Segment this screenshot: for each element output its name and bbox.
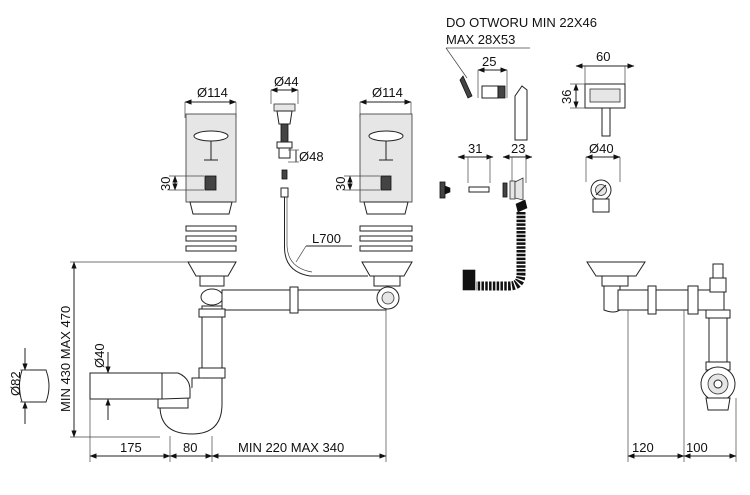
- overflow-hose: [439, 154, 533, 291]
- dim-overflow-40: Ø40: [589, 141, 614, 156]
- dim-overflow-top-diameter: Ø44: [274, 74, 299, 89]
- dim-side-120: 120: [632, 440, 654, 455]
- dim-right-basket-diameter: Ø114: [372, 85, 403, 100]
- dim-overflow-60: 60: [596, 49, 610, 64]
- note-hole-size-line1: DO OTWORU MIN 22X46: [446, 15, 597, 30]
- dim-overflow-31: 31: [468, 141, 482, 156]
- dim-outlet-40: Ø40: [92, 343, 107, 368]
- dim-bottom-80: 80: [183, 440, 197, 455]
- dim-left-basket-height: 30: [158, 177, 173, 191]
- dim-overflow-36: 36: [559, 90, 574, 104]
- right-basket-strainer: [344, 99, 413, 252]
- left-basket-strainer: [169, 99, 237, 252]
- dim-overflow-23: 23: [511, 141, 525, 156]
- dim-outlet-82: Ø82: [8, 371, 23, 396]
- overflow-connector: [585, 154, 621, 213]
- note-hole-size-line2: MAX 28X53: [446, 32, 515, 47]
- dim-overflow-25: 25: [482, 54, 496, 69]
- overflow-plug: [270, 87, 368, 277]
- siphon-assembly: [89, 261, 413, 435]
- dim-left-basket-diameter: Ø114: [197, 85, 228, 100]
- dim-vertical-range: MIN 430 MAX 470: [58, 306, 73, 412]
- siphon-side-view: [586, 261, 736, 411]
- dim-bottom-range: MIN 220 MAX 340: [238, 440, 344, 455]
- dim-bottom-175: 175: [120, 440, 142, 455]
- dim-side-100: 100: [686, 440, 708, 455]
- dim-overflow-mid-diameter: Ø48: [299, 149, 324, 164]
- overflow-front-view: [570, 63, 635, 137]
- dim-cable-length: L700: [312, 231, 341, 246]
- dim-right-basket-height: 30: [333, 177, 348, 191]
- wall-outlet-flange: [19, 348, 50, 424]
- overflow-side-view: [459, 67, 528, 141]
